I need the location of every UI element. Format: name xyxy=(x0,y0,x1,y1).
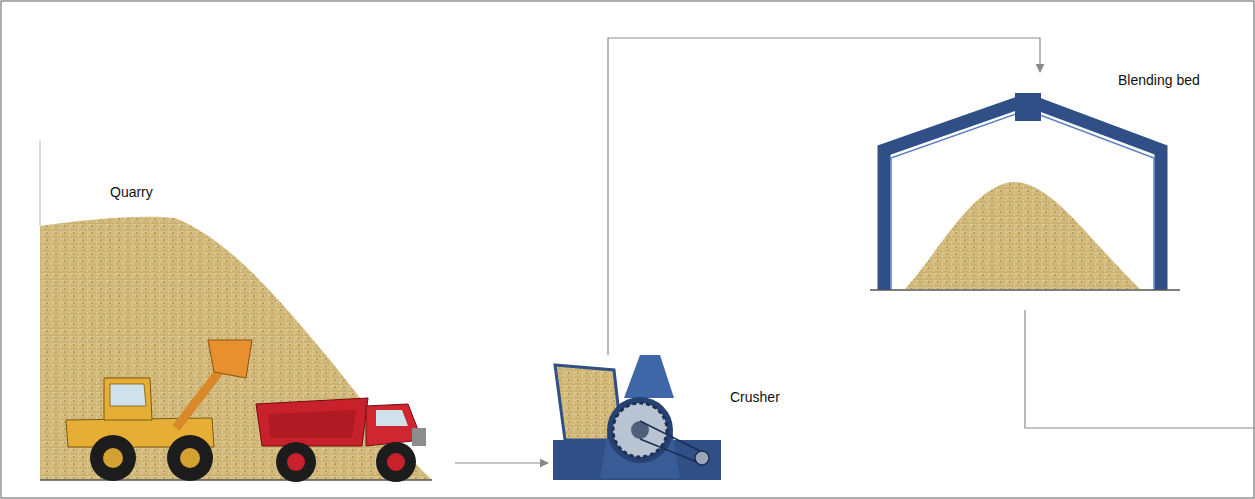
flow-arrow xyxy=(455,462,548,463)
dump-truck xyxy=(256,398,426,482)
crusher-machine xyxy=(553,355,721,480)
crusher-node: Crusher xyxy=(548,355,798,483)
node-label: Blending bed xyxy=(1118,73,1200,88)
node-label: Crusher xyxy=(730,390,780,405)
blending-bed-shed xyxy=(870,93,1180,290)
blending-bed-node: Blending bed xyxy=(870,72,1230,297)
quarry-node: Quarry xyxy=(40,140,455,480)
node-label: Quarry xyxy=(110,185,153,200)
flow-arrow xyxy=(608,38,1040,355)
wheel-loader xyxy=(66,340,252,481)
outlet-line xyxy=(1025,310,1255,428)
quarry-pile xyxy=(40,140,432,480)
